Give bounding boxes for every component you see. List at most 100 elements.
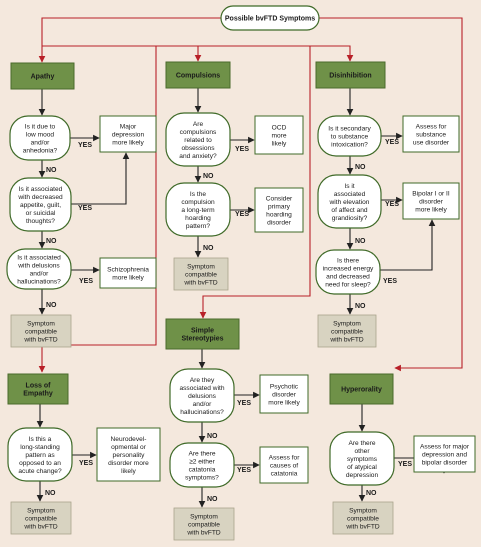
no-label: NO xyxy=(355,303,366,310)
category-label-compulsions: Compulsions xyxy=(176,73,220,80)
no-label: NO xyxy=(207,496,218,503)
yes-label: YES xyxy=(78,205,92,212)
yes-label: YES xyxy=(235,146,249,153)
no-label: NO xyxy=(355,164,366,171)
no-label: NO xyxy=(46,302,57,309)
question-disinhibition-q3 xyxy=(315,249,381,295)
connector-to-apathy xyxy=(38,17,221,63)
connector-to-simple-stereotypies xyxy=(199,46,311,319)
category-compulsions xyxy=(165,61,231,89)
category-apathy xyxy=(10,62,75,90)
question-compulsions-q1 xyxy=(165,112,231,167)
question-compulsions-q2 xyxy=(165,182,231,237)
yes-label: YES xyxy=(398,461,412,468)
no-label: NO xyxy=(203,173,214,180)
category-disinhibition xyxy=(315,61,386,89)
connector-to-hyperorality xyxy=(319,17,463,372)
compatible-hyperorality xyxy=(332,501,394,535)
yes-label: YES xyxy=(78,142,92,149)
flow-arrow xyxy=(380,219,436,271)
category-label-disinhibition: Disinhibition xyxy=(329,73,371,80)
yes-label: YES xyxy=(237,400,251,407)
yes-label: YES xyxy=(385,201,399,208)
outcome-ocd xyxy=(254,115,304,155)
category-simple-stereotypies xyxy=(165,318,240,350)
no-label: NO xyxy=(46,167,57,174)
outcome-catatonia xyxy=(259,446,309,484)
no-label: NO xyxy=(366,490,377,497)
compatible-compulsions xyxy=(173,257,229,291)
no-label: NO xyxy=(46,238,57,245)
outcome-schizophrenia xyxy=(99,257,157,289)
no-label: NO xyxy=(203,245,214,252)
yes-label: YES xyxy=(237,467,251,474)
title-node xyxy=(220,5,320,31)
compatible-empathy xyxy=(10,501,72,535)
yes-label: YES xyxy=(79,278,93,285)
flow-arrow xyxy=(71,152,130,205)
category-loss-of-empathy xyxy=(7,373,69,405)
yes-label: YES xyxy=(385,139,399,146)
outcome-neurodevelopmental xyxy=(96,427,161,482)
question-hyperorality-q1 xyxy=(329,431,395,486)
connector-to-compulsions xyxy=(156,45,202,62)
outcome-major-depression-bipolar xyxy=(413,435,476,473)
question-apathy-q3 xyxy=(6,248,72,290)
outcome-major-depression xyxy=(99,115,157,153)
outcome-hoarding xyxy=(254,187,304,233)
category-hyperorality xyxy=(329,373,394,405)
compatible-apathy xyxy=(10,314,72,348)
category-label-apathy: Apathy xyxy=(31,74,55,81)
outcome-bipolar xyxy=(402,182,460,220)
outcome-substance-use xyxy=(402,115,460,153)
no-label: NO xyxy=(207,433,218,440)
category-label-hyperorality: Hyperorality xyxy=(341,386,382,393)
question-stereotypies-q1 xyxy=(169,368,235,423)
outcome-psychotic xyxy=(259,374,309,414)
yes-label: YES xyxy=(235,211,249,218)
question-empathy-q1 xyxy=(7,427,73,482)
question-stereotypies-q2 xyxy=(169,442,235,488)
question-apathy-q1 xyxy=(9,115,71,161)
no-label: NO xyxy=(355,238,366,245)
title-text: Possible bvFTD Symptoms xyxy=(225,15,315,22)
yes-label: YES xyxy=(79,460,93,467)
question-disinhibition-q1 xyxy=(317,115,382,157)
question-disinhibition-q2 xyxy=(317,174,382,229)
compatible-disinhibition xyxy=(317,314,377,348)
no-label: NO xyxy=(45,490,56,497)
compatible-stereotypies xyxy=(173,507,235,541)
connector-to-loss-of-empathy xyxy=(38,45,157,373)
